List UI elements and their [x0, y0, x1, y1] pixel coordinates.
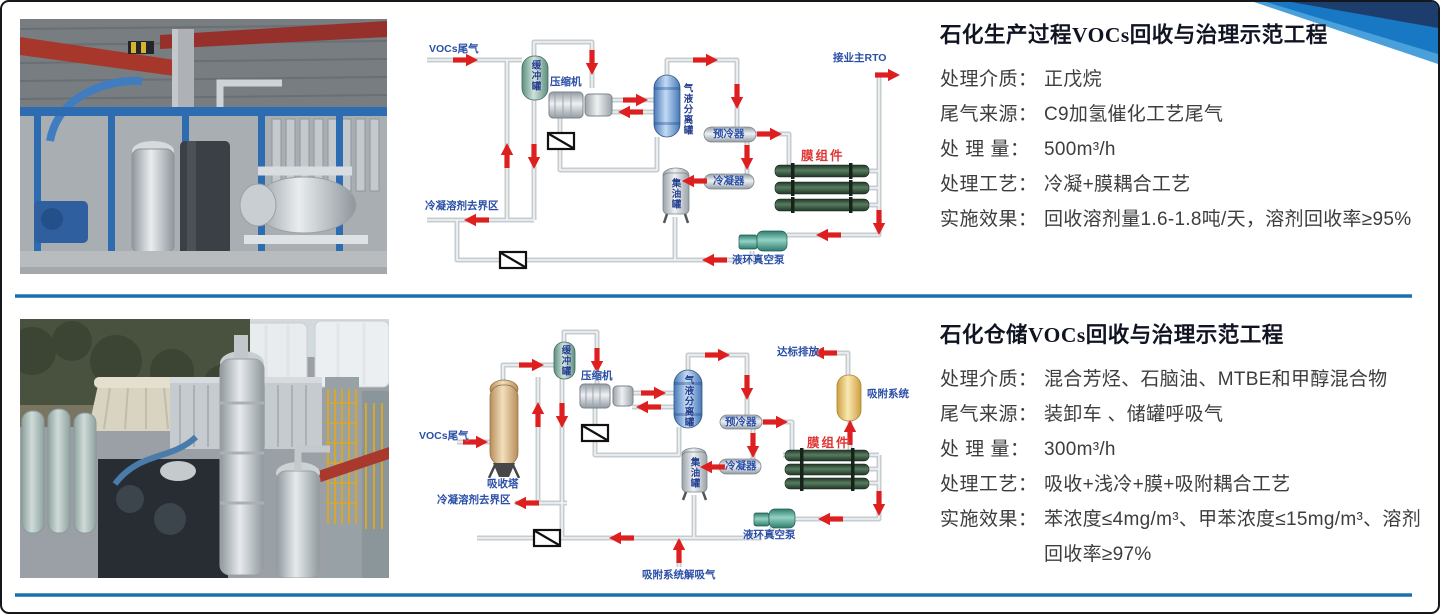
- left-vessels: [21, 408, 97, 534]
- label-buffer-tank: 缓冲罐: [559, 345, 571, 377]
- field-value: 装卸车 、储罐呼吸气: [1044, 404, 1224, 425]
- label-separator: 气液分离罐: [682, 375, 694, 428]
- gas-liquid-separator-vessel: [673, 369, 703, 429]
- label-compressor: 压缩机: [550, 76, 582, 88]
- field-value: 苯浓度≤4mg/m³、甲苯浓度≤15mg/m³、溶剂回收率≥97%: [1044, 509, 1422, 565]
- label-adsorption-system: 吸附系统: [867, 388, 909, 400]
- project-title: 石化仓储VOCs回收与治理示范工程: [940, 323, 1284, 347]
- field-row: 尾气来源： C9加氢催化工艺尾气: [940, 97, 1438, 132]
- precooler-vessel: [703, 126, 757, 143]
- field-label: 处 理 量：: [940, 439, 1030, 460]
- label-compliant-emission: 达标排放: [777, 346, 819, 358]
- field-label: 处理工艺：: [940, 174, 1038, 195]
- field-row: 处 理 量： 300m³/h: [940, 432, 1438, 467]
- field-label: 尾气来源：: [940, 404, 1038, 425]
- section-divider: [15, 294, 1412, 298]
- label-solvent-out: 冷凝溶剂去界区: [437, 494, 511, 506]
- compressor-unit: [548, 91, 613, 119]
- gas-liquid-separator-vessel: [653, 74, 681, 138]
- process-diagram-condensation-membrane: VOCs尾气 缓冲罐 压缩机 气液分离罐 预冷器 冷凝器 集油罐 膜组件 接业主…: [417, 30, 927, 282]
- field-row: 处理工艺： 冷凝+膜耦合工艺: [940, 167, 1438, 202]
- buffer-tank-vessel: [521, 55, 549, 101]
- field-value: 回收溶剂量1.6-1.8吨/天，溶剂回收率≥95%: [1044, 209, 1412, 230]
- project-info-2: 石化仓储VOCs回收与治理示范工程 处理介质： 混合芳烃、石脑油、MTBE和甲醇…: [940, 318, 1438, 572]
- label-precooler: 预冷器: [725, 416, 757, 428]
- label-compressor: 压缩机: [581, 370, 613, 382]
- project-fields: 处理介质： 混合芳烃、石脑油、MTBE和甲醇混合物 尾气来源： 装卸车 、储罐呼…: [940, 362, 1438, 572]
- label-separator: 气液分离罐: [681, 83, 693, 136]
- plant-photo-outdoor-art: [20, 319, 389, 578]
- label-solvent-out: 冷凝溶剂去界区: [425, 200, 499, 212]
- bottom-accent-line: [15, 593, 1412, 597]
- field-label: 处理工艺：: [940, 474, 1038, 495]
- field-value: 冷凝+膜耦合工艺: [1044, 174, 1191, 195]
- field-label: 处 理 量：: [940, 139, 1030, 160]
- label-membrane: 膜组件: [801, 149, 845, 163]
- label-vacuum-pump: 液环真空泵: [732, 254, 785, 266]
- label-condenser: 冷凝器: [713, 175, 745, 187]
- field-row: 尾气来源： 装卸车 、储罐呼吸气: [940, 397, 1438, 432]
- label-vocs-inlet: VOCs尾气: [429, 43, 479, 55]
- field-row: 处理介质： 正戊烷: [940, 62, 1438, 97]
- label-buffer-tank: 缓冲罐: [529, 60, 541, 92]
- precooler-vessel: [719, 414, 763, 430]
- label-desorption-gas: 吸附系统解吸气: [642, 569, 716, 581]
- field-label: 实施效果：: [940, 209, 1038, 230]
- plant-photo-indoor: [20, 19, 387, 274]
- field-row: 实施效果： 苯浓度≤4mg/m³、甲苯浓度≤15mg/m³、溶剂回收率≥97%: [940, 502, 1438, 572]
- field-value: 300m³/h: [1044, 439, 1116, 460]
- project-fields: 处理介质： 正戊烷 尾气来源： C9加氢催化工艺尾气 处 理 量： 500m³/…: [940, 62, 1438, 237]
- membrane-module-tubes: [784, 448, 870, 491]
- oil-collection-tank-vessel: [662, 167, 690, 224]
- label-vacuum-pump: 液环真空泵: [743, 529, 796, 541]
- membrane-module-tubes: [774, 163, 870, 213]
- adsorption-system-vessel: [836, 374, 862, 422]
- field-row: 处理工艺： 吸收+浅冷+膜+吸附耦合工艺: [940, 467, 1438, 502]
- vacuum-pump-unit: [738, 230, 788, 252]
- field-value: 混合芳烃、石脑油、MTBE和甲醇混合物: [1044, 369, 1388, 390]
- field-value: 吸收+浅冷+膜+吸附耦合工艺: [1044, 474, 1291, 495]
- process-diagram-absorption-membrane-adsorption: VOCs尾气 吸收塔 缓冲罐 压缩机 气液分离罐 预冷器 冷凝器 集油罐 膜组件…: [417, 327, 927, 589]
- label-oil-tank: 集油罐: [688, 457, 700, 489]
- field-value: 正戊烷: [1044, 69, 1102, 90]
- field-value: C9加氢催化工艺尾气: [1044, 104, 1224, 125]
- plant-photo-indoor-art: [20, 19, 387, 274]
- vacuum-pump-unit: [753, 508, 796, 529]
- project-title: 石化生产过程VOCs回收与治理示范工程: [940, 23, 1328, 47]
- field-label: 实施效果：: [940, 509, 1038, 530]
- field-label: 尾气来源：: [940, 104, 1038, 125]
- field-row: 处理介质： 混合芳烃、石脑油、MTBE和甲醇混合物: [940, 362, 1438, 397]
- field-row: 实施效果： 回收溶剂量1.6-1.8吨/天，溶剂回收率≥95%: [940, 202, 1438, 237]
- oil-collection-tank-vessel: [681, 447, 708, 501]
- field-value: 500m³/h: [1044, 139, 1116, 160]
- label-rto-outlet: 接业主RTO: [833, 52, 887, 64]
- label-membrane: 膜组件: [807, 436, 851, 450]
- buffer-tank-vessel: [553, 341, 576, 380]
- label-precooler: 预冷器: [713, 128, 745, 140]
- field-label: 处理介质：: [940, 369, 1038, 390]
- label-oil-tank: 集油罐: [669, 178, 681, 210]
- field-label: 处理介质：: [940, 69, 1038, 90]
- plant-photo-outdoor: [20, 319, 389, 578]
- label-condenser: 冷凝器: [725, 460, 757, 472]
- project-info-1: 石化生产过程VOCs回收与治理示范工程 处理介质： 正戊烷 尾气来源： C9加氢…: [940, 18, 1438, 237]
- label-absorber: 吸收塔: [487, 478, 519, 490]
- label-vocs-inlet: VOCs尾气: [419, 430, 469, 442]
- field-row: 处 理 量： 500m³/h: [940, 132, 1438, 167]
- compressor-unit: [579, 383, 634, 409]
- absorber-column-vessel: [487, 379, 521, 479]
